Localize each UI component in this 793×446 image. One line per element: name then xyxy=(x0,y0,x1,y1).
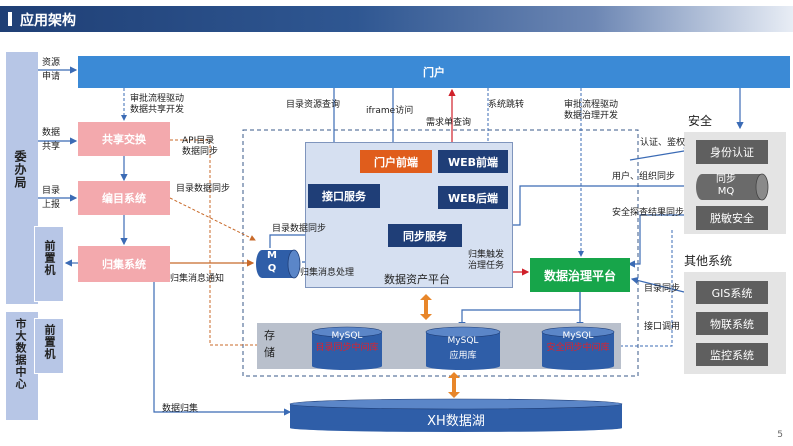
front-machine-1-label: 前置机 xyxy=(43,240,56,276)
edge-auth: 认证、鉴权 xyxy=(640,138,686,148)
front-machine-2 xyxy=(34,318,64,374)
share-exchange-block[interactable]: 共享交换 xyxy=(78,122,170,156)
db-security-sync xyxy=(541,326,615,370)
label-apply: 申请 xyxy=(42,72,61,82)
label-share: 共享 xyxy=(42,142,61,152)
asset-platform-label: 数据资产平台 xyxy=(384,273,450,286)
title-bar-background xyxy=(0,6,793,32)
portal-bar[interactable]: 门户 xyxy=(78,56,790,88)
desensitize-block[interactable]: 脱敏安全 xyxy=(696,206,768,230)
governance-platform-block[interactable]: 数据治理平台 xyxy=(530,258,630,292)
storage-databases xyxy=(311,326,615,370)
sync-service-block[interactable]: 同步服务 xyxy=(388,224,462,247)
edge-collect-trigger: 归集触发 治理任务 xyxy=(468,250,505,271)
sync-mq-cylinder xyxy=(696,173,769,201)
edge-collect-process: 归集消息处理 xyxy=(300,268,355,278)
identity-auth-block[interactable]: 身份认证 xyxy=(696,140,768,164)
city-data-center-label: 市大数据中心 xyxy=(14,318,27,390)
edge-data-collect: 数据归集 xyxy=(162,404,199,414)
db2-name: 应用库 xyxy=(449,351,477,361)
web-backend-block[interactable]: WEB后端 xyxy=(438,186,508,209)
edge-collect-notice: 归集消息通知 xyxy=(170,274,225,284)
storage-label: 存 储 xyxy=(264,329,275,359)
edge-system-jump: 系统跳转 xyxy=(488,100,525,110)
portal-frontend-block[interactable]: 门户前端 xyxy=(360,150,432,173)
edge-approve-gov: 审批流程驱动 数据治理开发 xyxy=(564,100,619,121)
db2-mysql: MySQL xyxy=(447,336,479,346)
label-catalog: 目录 xyxy=(42,186,61,196)
label-data: 数据 xyxy=(42,128,61,138)
title-accent xyxy=(8,12,12,26)
edge-interface-call: 接口调用 xyxy=(644,322,681,332)
edge-approve-share: 审批流程驱动 数据共享开发 xyxy=(130,94,185,115)
security-title: 安全 xyxy=(688,114,713,128)
mq-label: M Q xyxy=(267,250,277,274)
monitor-system-block[interactable]: 监控系统 xyxy=(696,343,768,366)
catalog-system-block[interactable]: 编目系统 xyxy=(78,181,170,215)
data-lake-label: XH数据湖 xyxy=(427,414,485,429)
edge-user-org-sync: 用户、组织同步 xyxy=(612,172,676,182)
gis-system-block[interactable]: GIS系统 xyxy=(696,281,768,304)
db1-mysql: MySQL xyxy=(331,331,363,341)
db1-name: 目录同步中间库 xyxy=(315,343,379,353)
title-bar: 应用架构 xyxy=(0,6,793,32)
page-number: 5 xyxy=(777,430,783,440)
db3-name: 安全同步中间库 xyxy=(546,343,610,353)
outer-dashed-border xyxy=(242,129,639,377)
db3-mysql: MySQL xyxy=(562,331,594,341)
interface-service-block[interactable]: 接口服务 xyxy=(308,184,380,208)
db-application xyxy=(425,326,501,370)
db-catalog-sync xyxy=(311,326,383,370)
web-frontend-block[interactable]: WEB前端 xyxy=(438,150,508,173)
edge-api-catalog: API目录 数据同步 xyxy=(182,136,219,157)
wei-ban-ju-label: 委办局 xyxy=(13,150,27,189)
edge-catalog-query: 目录资源查询 xyxy=(286,100,341,110)
left-bar-city-data-center xyxy=(6,312,38,420)
edge-security-result-sync: 安全探查结果同步 xyxy=(612,208,685,218)
front-machine-1 xyxy=(34,226,64,302)
edge-catalog-sync-3: 目录同步 xyxy=(644,284,681,294)
label-report: 上报 xyxy=(42,200,61,210)
other-systems-title: 其他系统 xyxy=(684,254,733,268)
label-resource: 资源 xyxy=(42,58,61,68)
edge-catalog-sync-1: 目录数据同步 xyxy=(176,184,231,194)
edge-catalog-sync-2: 目录数据同步 xyxy=(272,224,327,234)
front-machine-2-label: 前置机 xyxy=(43,324,56,360)
iot-system-block[interactable]: 物联系统 xyxy=(696,312,768,335)
data-lake-cylinder xyxy=(289,398,623,432)
left-bar-wei-ban-ju xyxy=(6,52,38,304)
collect-system-block[interactable]: 归集系统 xyxy=(78,246,170,282)
sync-mq-label: 同步 MQ xyxy=(716,174,736,197)
edge-demand-query: 需求单查询 xyxy=(426,118,472,128)
edge-iframe: iframe访问 xyxy=(366,106,414,116)
mq-cylinder xyxy=(256,249,301,279)
page-title: 应用架构 xyxy=(20,13,76,29)
